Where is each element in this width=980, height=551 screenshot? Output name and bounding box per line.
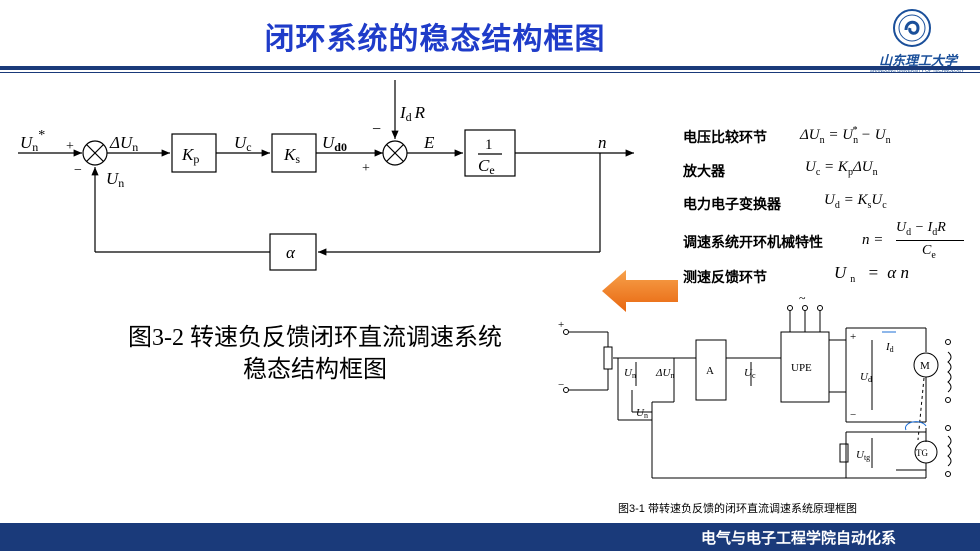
schem-box-upe: UPE	[791, 362, 812, 374]
eq-formula-mechanical-denominator: Ce	[922, 243, 936, 261]
schem-plus-in: +	[558, 319, 564, 331]
converter-gain-label: Ks	[283, 145, 300, 166]
schem-un: Un	[636, 407, 648, 420]
feedback-signal-label: Un	[106, 169, 124, 190]
schem-ud: Ud	[860, 371, 872, 384]
eq-formula-converter: Ud = KsUc	[824, 192, 887, 211]
title-rule	[0, 66, 980, 70]
eq-fraction-bar	[896, 240, 964, 241]
figure-caption-3-1: 图3-1 带转速负反馈的闭环直流调速系统原理框图	[618, 503, 857, 515]
eq-label-speed-feedback: 测速反馈环节	[683, 269, 767, 285]
converter-output-label: Ud0	[322, 133, 347, 154]
eq-formula-mechanical-lhs: n =	[862, 232, 884, 248]
footer-bar: 电气与电子工程学院自动化系	[0, 523, 980, 551]
fraction-denominator: Ce	[478, 156, 495, 177]
title-rule-thin	[0, 72, 980, 73]
schem-plus-mark: +	[850, 331, 856, 343]
eq-label-voltage-compare: 电压比较环节	[683, 129, 767, 145]
sum2-plus: +	[362, 161, 370, 176]
schem-ac-tilde: ~	[799, 292, 806, 305]
sum1-minus: −	[74, 163, 82, 178]
university-logo-icon	[893, 9, 931, 47]
schem-box-a: A	[706, 365, 714, 377]
sum2-minus: −	[372, 121, 381, 138]
schem-motor: M	[920, 360, 930, 372]
schem-uc: Uc	[744, 367, 756, 380]
closed-loop-schematic: + − A UPE Un ΔUn Uc Ud Id Un Utg M TG + …	[558, 292, 952, 479]
schem-minus-mark: −	[850, 409, 856, 421]
error-signal-label: ΔUn	[109, 133, 138, 154]
slide-title: 闭环系统的稳态结构框图	[264, 23, 606, 56]
output-speed-label: n	[598, 133, 607, 152]
sum1-plus: +	[66, 139, 74, 154]
schem-tacho: TG	[916, 448, 928, 458]
input-signal-label: Un*	[20, 128, 45, 154]
eq-label-amplifier: 放大器	[683, 163, 725, 179]
eq-formula-voltage-compare: ΔUn = Un* − Un	[800, 125, 891, 146]
university-name: 山东理工大学	[878, 53, 957, 68]
schem-utg: Utg	[856, 449, 870, 462]
footer-department: 电气与电子工程学院自动化系	[700, 530, 896, 547]
amplifier-gain-label: Kp	[181, 145, 199, 166]
left-arrow-icon	[602, 270, 678, 312]
eq-formula-amplifier: Uc = KpΔUn	[805, 159, 878, 178]
emf-label: E	[423, 133, 435, 152]
schem-minus-in: −	[558, 379, 564, 391]
figure-caption-3-2: 图3-2 转速负反馈闭环直流调速系统 稳态结构框图	[128, 325, 502, 383]
eq-label-converter: 电力电子变换器	[683, 196, 781, 212]
feedback-gain-label: α	[286, 243, 296, 262]
fraction-numerator: 1	[485, 137, 493, 153]
university-name-en: SHANDONG UNIVERSITY OF TECHNOLOGY	[869, 68, 965, 73]
eq-formula-mechanical-numerator: Ud − IdR	[896, 220, 946, 238]
eq-label-mechanical: 调速系统开环机械特性	[683, 234, 823, 250]
schem-un-star: Un	[624, 367, 636, 380]
schem-delta-un: ΔUn	[655, 367, 674, 380]
control-voltage-label: Uc	[234, 133, 252, 154]
schem-id: Id	[885, 341, 894, 354]
